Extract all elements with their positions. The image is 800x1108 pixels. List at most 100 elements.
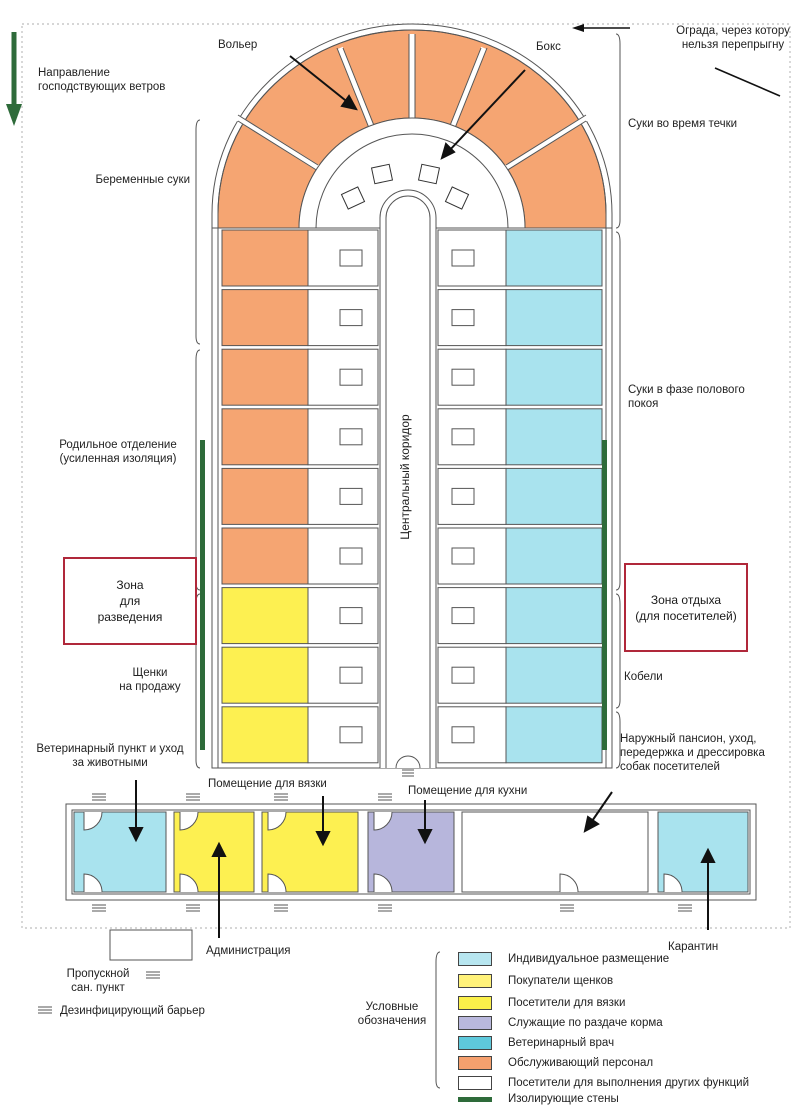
mating-room-label: Помещение для вязки [208, 778, 327, 790]
checkpoint-label: Пропускной сан. пункт [66, 968, 130, 994]
puppies-label: Щенки на продажу [119, 667, 181, 693]
rest-zone: Зона отдыха (для посетителей) [624, 563, 748, 652]
legend-item: Изолирующие стены [458, 1090, 619, 1108]
legend-text: Посетители для вязки [508, 997, 626, 1009]
legend-text: Обслуживающий персонал [508, 1057, 654, 1069]
outdoor-run-right [505, 646, 603, 704]
kitchen-room-label: Помещение для кухни [408, 785, 528, 797]
sleeping-box-left [339, 666, 363, 684]
fence-arrow-2 [714, 67, 781, 97]
central-corridor [379, 189, 437, 768]
legend-swatch [458, 952, 492, 966]
sleeping-box-left [339, 428, 363, 446]
barrier-label: Дезинфицирующий барьер [60, 1005, 205, 1017]
boarding-label: Наружный пансион, уход, передержка и дре… [620, 733, 765, 773]
outdoor-run-right [505, 229, 603, 287]
legend-swatch [458, 1076, 492, 1090]
corridor-door [395, 755, 421, 769]
outdoor-run-right [505, 289, 603, 347]
legend-text: Индивидуальное размещение [508, 953, 670, 965]
disinfection-barriers [38, 793, 692, 1014]
checkpoint-box [109, 929, 193, 961]
legend-swatch [458, 974, 492, 988]
outdoor-run-left [221, 467, 309, 525]
sleeping-box-right [451, 309, 475, 327]
legend-item: Посетители для вязки [458, 994, 625, 1012]
legend-swatch [458, 996, 492, 1010]
maternity-label: Родильное отделение (усиленная изоляция) [59, 439, 177, 465]
outdoor-run-left [221, 587, 309, 645]
wind-arrow [6, 32, 22, 126]
outdoor-run-left [221, 289, 309, 347]
legend-item: Покупатели щенков [458, 972, 613, 990]
sleeping-box-right [451, 428, 475, 446]
sleeping-box-right [451, 368, 475, 386]
wind-label: Направление господствующих ветров [38, 67, 166, 93]
legend-swatch [458, 1056, 492, 1070]
outdoor-run-left [221, 527, 309, 585]
sleeping-box-right [451, 249, 475, 267]
sleeping-box-left [339, 249, 363, 267]
corridor-label: Центральный коридор [398, 414, 412, 540]
aviary-semicircle [211, 23, 613, 229]
service-doors [83, 811, 683, 893]
outdoor-run-right [505, 706, 603, 764]
legend-text: Покупатели щенков [508, 975, 614, 987]
legend-swatch [458, 1096, 492, 1102]
sleeping-box-left [339, 487, 363, 505]
legend-swatch [458, 1036, 492, 1050]
sleeping-box-right [451, 487, 475, 505]
outdoor-run-right [505, 587, 603, 645]
rest-zone-label: Зона отдыха (для посетителей) [635, 592, 737, 623]
isolating-wall-left [200, 440, 205, 750]
resting-bitches-label: Суки в фазе полового покоя [628, 384, 745, 410]
legend-item: Обслуживающий персонал [458, 1054, 653, 1072]
quarantine-label: Карантин [668, 941, 719, 953]
sleeping-box-right [451, 607, 475, 625]
outdoor-run-left [221, 348, 309, 406]
sleeping-box-left [339, 607, 363, 625]
outdoor-run-right [505, 408, 603, 466]
legend-item: Индивидуальное размещение [458, 950, 669, 968]
legend-item: Посетители для выполнения других функций [458, 1074, 749, 1092]
outdoor-run-right [505, 467, 603, 525]
aviary-label: Вольер [218, 39, 258, 51]
breeding-zone-label: Зона для разведения [97, 578, 163, 624]
isolating-wall-right [602, 440, 607, 750]
label-brackets [195, 33, 621, 1089]
outdoor-run-right [505, 527, 603, 585]
legend-title: Условные обозначения [357, 1001, 427, 1027]
legend-item: Ветеринарный врач [458, 1034, 614, 1052]
sleeping-box-left [339, 726, 363, 744]
fence-outline [21, 23, 791, 929]
sleeping-box-left [339, 547, 363, 565]
storage-room [461, 811, 649, 893]
sleeping-box-right [451, 666, 475, 684]
breeding-zone: Зона для разведения [63, 557, 197, 645]
legend-text: Изолирующие стены [508, 1093, 619, 1105]
administration-label: Администрация [206, 945, 291, 957]
legend-text: Служащие по раздаче корма [508, 1017, 663, 1029]
sleeping-box-right [451, 726, 475, 744]
kennel-cells [221, 229, 603, 764]
outdoor-run-left [221, 408, 309, 466]
pregnant-label: Беременные суки [95, 174, 190, 186]
box-label: Бокс [536, 41, 561, 53]
legend-swatch [458, 1016, 492, 1030]
sleeping-box-left [339, 368, 363, 386]
outdoor-run-left [221, 706, 309, 764]
sleeping-box-left [339, 309, 363, 327]
vet-point-label: Ветеринарный пункт и уход за животными [36, 743, 184, 769]
outdoor-run-left [221, 646, 309, 704]
fence-label: Ограда, через котору нельзя перепрыгну [676, 25, 790, 51]
legend-item: Служащие по раздаче корма [458, 1014, 663, 1032]
bitches-heat-label: Суки во время течки [628, 118, 738, 130]
legend-text: Посетители для выполнения других функций [508, 1077, 750, 1089]
outdoor-run-left [221, 229, 309, 287]
outdoor-run-right [505, 348, 603, 406]
legend-text: Ветеринарный врач [508, 1037, 615, 1049]
males-label: Кобели [624, 671, 663, 683]
pointer-arrows [128, 55, 716, 938]
sleeping-box-right [451, 547, 475, 565]
